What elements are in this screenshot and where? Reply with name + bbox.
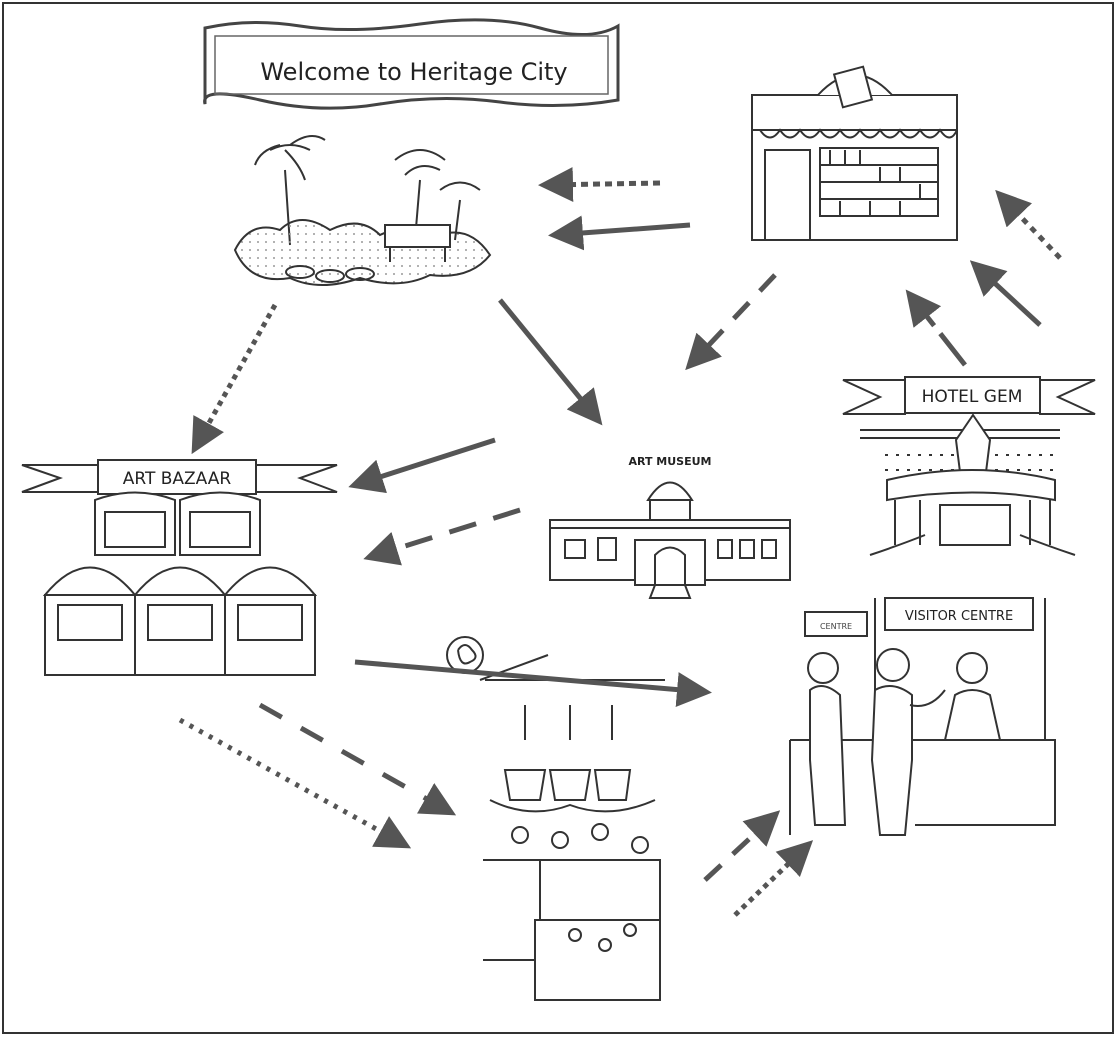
flower-shop (446, 636, 665, 1001)
art-bazaar: ART BAZAAR (21, 459, 338, 676)
arrow-bookshop-to-park-2 (548, 215, 691, 251)
art-museum: ART MUSEUM (549, 455, 791, 599)
arrow-flower-shop-to-visitor-centre-2 (733, 840, 814, 917)
hotel-gem: HOTEL GEM (842, 376, 1096, 556)
arrow-bazaar-to-flower-shop (258, 702, 457, 816)
arrow-museum-to-bazaar (348, 437, 496, 494)
arrow-hotel-to-bookshop-3 (905, 289, 967, 367)
page-title: Welcome to Heritage City (260, 58, 567, 86)
arrow-museum-to-bazaar-2 (363, 507, 521, 566)
park (233, 135, 492, 286)
visitor-centre-sign: VISITOR CENTRE (905, 609, 1013, 624)
arrow-hotel-to-bookshop-2 (969, 260, 1042, 327)
bazaar-sign: ART BAZAAR (123, 469, 232, 489)
arrow-bazaar-to-visitor-centre (354, 659, 712, 708)
visitor-centre: VISITOR CENTRE CENTRE (789, 597, 1056, 836)
side-sign: CENTRE (820, 622, 852, 631)
arrow-flower-shop-to-visitor-centre (703, 810, 781, 882)
arrow-park-to-museum (498, 298, 603, 426)
route-arrows (178, 167, 1062, 917)
arrow-park-to-bazaar (191, 303, 278, 455)
arrow-bookshop-to-museum (685, 273, 777, 371)
bookshop (751, 65, 958, 241)
museum-sign: ART MUSEUM (628, 455, 711, 468)
arrow-hotel-to-bookshop (995, 189, 1062, 260)
hotel-sign: HOTEL GEM (922, 387, 1023, 407)
title-banner: Welcome to Heritage City (203, 18, 620, 110)
